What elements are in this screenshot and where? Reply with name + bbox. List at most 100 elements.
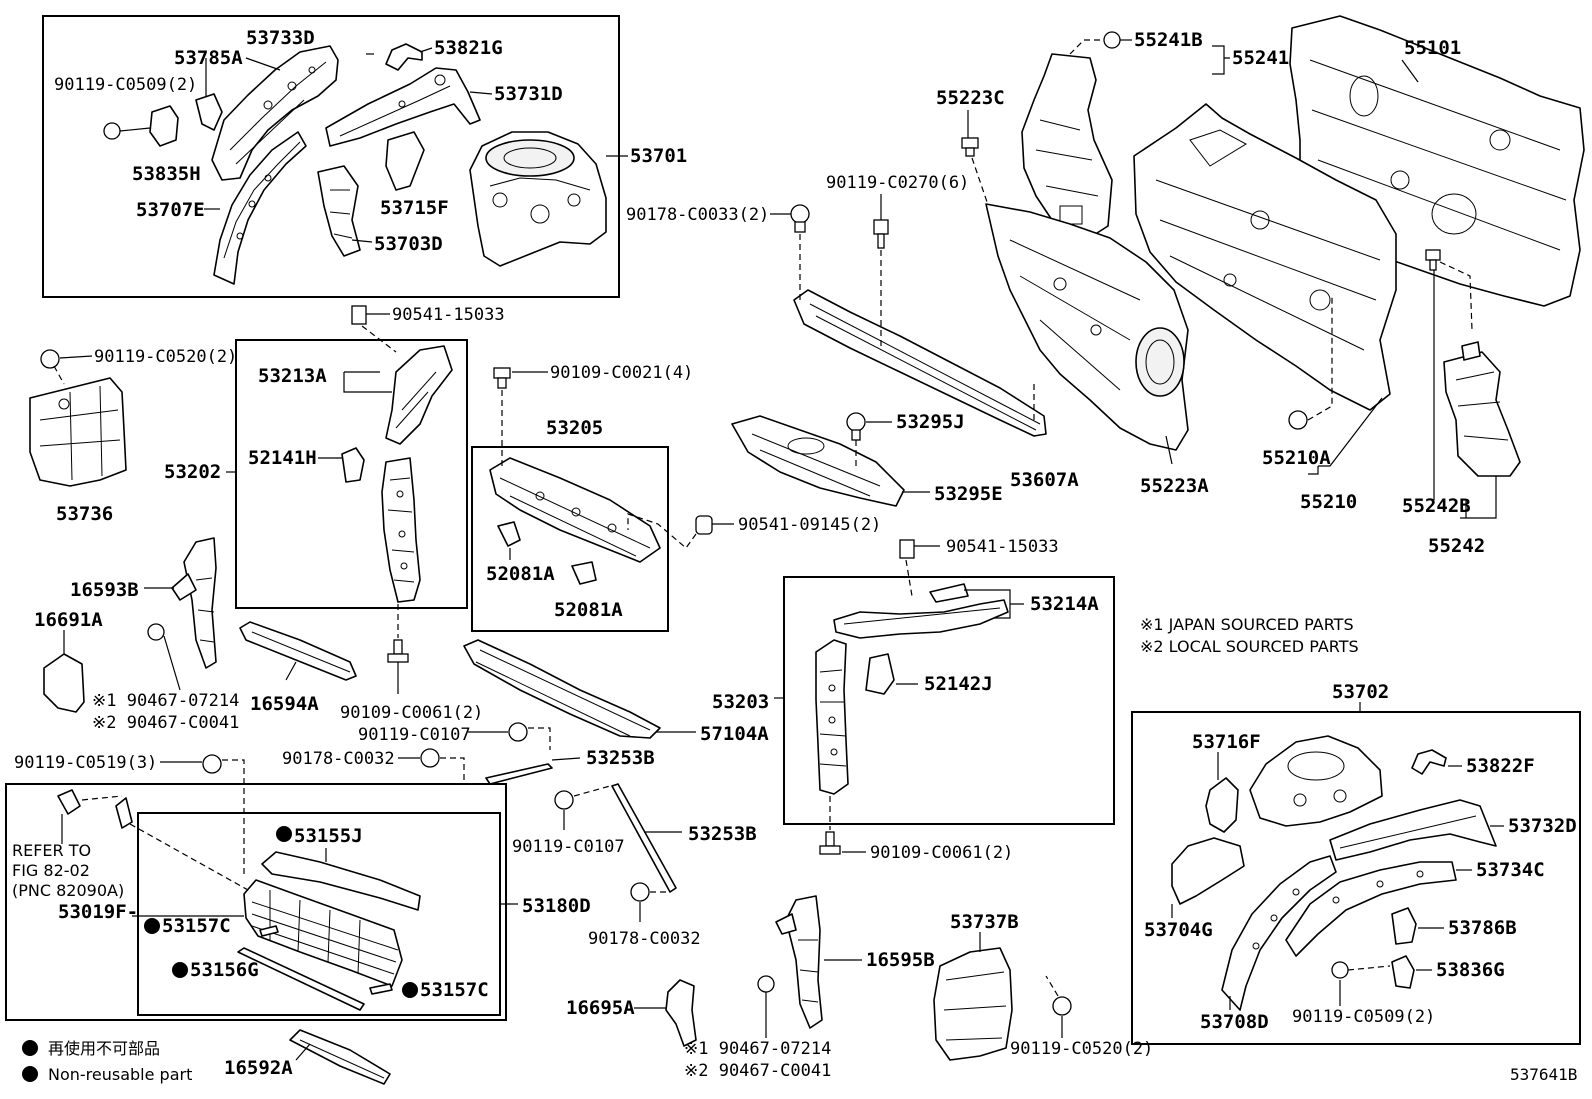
part-16691A-shape bbox=[43, 653, 85, 713]
legend-japanese: 再使用不可部品 bbox=[48, 1039, 160, 1058]
alt-part-left-1: ※1 90467-07214 bbox=[92, 691, 239, 711]
part-53715F-shape bbox=[385, 131, 425, 191]
frame-53180D-outer bbox=[5, 783, 507, 1021]
part-16592A-shape bbox=[289, 1029, 391, 1085]
part-53785A-shape bbox=[195, 93, 223, 131]
label-90119-C0107a: 90119-C0107 bbox=[358, 725, 471, 745]
bolt-90541-15033a bbox=[351, 305, 397, 353]
frame-53702 bbox=[1131, 711, 1581, 1045]
part-53708D-shape bbox=[1221, 855, 1337, 1011]
bolt-90119-C0519 bbox=[160, 754, 245, 874]
bolt-90119-C0520b bbox=[1045, 975, 1072, 1038]
legend-bullet-1 bbox=[22, 1040, 38, 1056]
refer-note-line3: (PNC 82090A) bbox=[12, 881, 124, 900]
bullet-53157C-a bbox=[144, 918, 160, 934]
label-53295J: 53295J bbox=[896, 411, 965, 433]
part-52142J-shape bbox=[865, 653, 895, 695]
label-57104A: 57104A bbox=[700, 723, 769, 745]
part-52141H-shape bbox=[341, 447, 365, 483]
part-55223A-shape bbox=[985, 203, 1189, 451]
part-53704G-shape bbox=[1171, 837, 1245, 905]
label-55210A: 55210A bbox=[1262, 447, 1331, 469]
label-55223C: 55223C bbox=[936, 87, 1005, 109]
frame-53205 bbox=[471, 446, 669, 632]
part-55210-shape bbox=[1133, 103, 1397, 411]
label-90109-C0061-2b: 90109-C0061(2) bbox=[870, 843, 1013, 863]
bolt-90119-C0520a bbox=[40, 349, 93, 385]
bolt-90119-C0107b bbox=[554, 785, 611, 830]
label-53732D: 53732D bbox=[1508, 815, 1577, 837]
part-53205-shape bbox=[489, 457, 661, 563]
part-53701-shape bbox=[469, 131, 607, 267]
label-90178-C0033-2: 90178-C0033(2) bbox=[626, 205, 769, 225]
bullet-53157C-b bbox=[402, 982, 418, 998]
label-90109-C0021-4: 90109-C0021(4) bbox=[550, 363, 693, 383]
label-16593B: 16593B bbox=[70, 579, 139, 601]
label-90119-C0509-2a: 90119-C0509(2) bbox=[54, 75, 197, 95]
bullet-53155J bbox=[276, 826, 292, 842]
label-52081A-1: 52081A bbox=[486, 563, 555, 585]
clip-53295J bbox=[846, 412, 892, 470]
part-16594A-shape bbox=[239, 621, 357, 681]
part-53737B-shape bbox=[933, 947, 1013, 1061]
bolt-55242B bbox=[1425, 249, 1473, 500]
part-53732D-shape bbox=[1329, 799, 1497, 861]
part-53214A-shape bbox=[833, 583, 1009, 639]
bolt-55241B bbox=[1069, 31, 1132, 55]
label-55210: 55210 bbox=[1300, 491, 1357, 513]
part-53716F-shape bbox=[1205, 777, 1239, 833]
label-90178-C0032b: 90178-C0032 bbox=[588, 929, 701, 949]
label-90178-C0032a: 90178-C0032 bbox=[282, 749, 395, 769]
label-53156G: 53156G bbox=[190, 959, 259, 981]
legend-bullet-2 bbox=[22, 1066, 38, 1082]
part-53786B-shape bbox=[1391, 907, 1417, 945]
part-16593B-shape bbox=[171, 537, 217, 669]
part-53822F-shape bbox=[1411, 749, 1447, 775]
part-53736-shape bbox=[29, 377, 127, 487]
part-16595B-shape bbox=[775, 895, 823, 1029]
part-53707E-shape bbox=[213, 131, 307, 285]
figure-reference: 537641B bbox=[1510, 1065, 1577, 1084]
label-53203: 53203 bbox=[712, 691, 769, 713]
label-90119-C0519-3: 90119-C0519(3) bbox=[14, 753, 157, 773]
bolt-90109-C0061a bbox=[387, 604, 409, 694]
label-53835H: 53835H bbox=[132, 163, 201, 185]
alt-part-bottom-2: ※2 90467-C0041 bbox=[684, 1061, 831, 1081]
label-52142J: 52142J bbox=[924, 673, 993, 695]
label-55242B: 55242B bbox=[1402, 495, 1471, 517]
label-90119-C0520-2a: 90119-C0520(2) bbox=[94, 347, 237, 367]
part-53821G-shape bbox=[385, 43, 423, 71]
bolt-90109-C0061b bbox=[819, 796, 866, 855]
bolt-90178-C0033 bbox=[770, 204, 810, 233]
bolt-55210A bbox=[1288, 296, 1333, 430]
label-53731D: 53731D bbox=[494, 83, 563, 105]
part-55242-shape bbox=[1443, 341, 1521, 477]
part-55241-shape bbox=[1021, 53, 1113, 241]
label-90119-C0520-2b: 90119-C0520(2) bbox=[1010, 1039, 1153, 1059]
label-53701: 53701 bbox=[630, 145, 687, 167]
label-90109-C0061-2a: 90109-C0061(2) bbox=[340, 703, 483, 723]
part-53836G-shape bbox=[1331, 955, 1415, 1006]
part-52081A-a bbox=[497, 521, 521, 560]
part-53702-shape bbox=[1249, 735, 1383, 827]
bolt-90467b bbox=[757, 975, 775, 1038]
part-53734C-shape bbox=[1285, 861, 1457, 957]
part-53835H-shape bbox=[103, 105, 179, 147]
label-53155J: 53155J bbox=[294, 825, 363, 847]
bolt-90119-C0270 bbox=[873, 194, 889, 249]
label-53214A: 53214A bbox=[1030, 593, 1099, 615]
bolt-90541-09145 bbox=[627, 513, 734, 549]
label-55242: 55242 bbox=[1428, 535, 1485, 557]
label-52141H: 52141H bbox=[248, 447, 317, 469]
bolt-90109-C0021 bbox=[493, 367, 548, 470]
refer-note-line2: FIG 82-02 bbox=[12, 861, 90, 880]
label-53707E: 53707E bbox=[136, 199, 205, 221]
label-16594A: 16594A bbox=[250, 693, 319, 715]
label-90541-15033b: 90541-15033 bbox=[946, 537, 1059, 557]
label-55223A: 55223A bbox=[1140, 475, 1209, 497]
label-55241: 55241 bbox=[1232, 47, 1289, 69]
label-53708D: 53708D bbox=[1200, 1011, 1269, 1033]
label-16592A: 16592A bbox=[224, 1057, 293, 1079]
label-53180D: 53180D bbox=[522, 895, 591, 917]
